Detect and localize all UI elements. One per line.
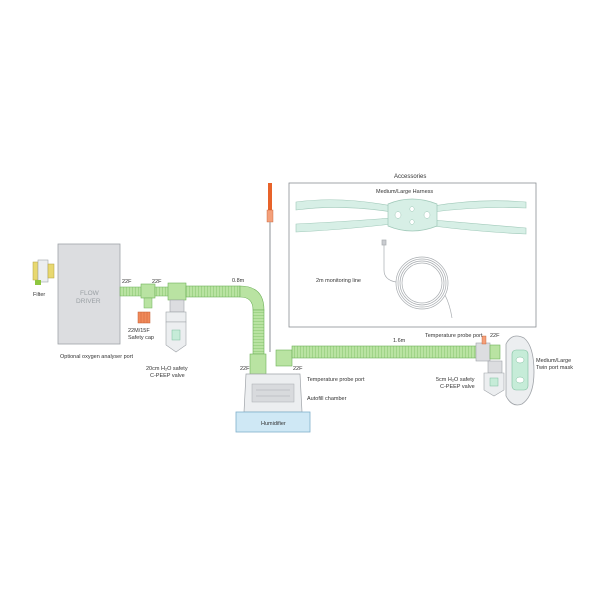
monitoring-line-label: 2m monitoring line (316, 278, 361, 284)
humidifier-base: Humidifier (235, 411, 311, 433)
temp-probe-port-label-1: Temperature probe port (307, 377, 365, 383)
safety-cap-label-2: Safety cap (128, 335, 154, 341)
temp-probe-port-label-2: Temperature probe port (425, 333, 483, 339)
accessories-title: Accessories (394, 174, 426, 180)
peep-valve-20cm (165, 282, 187, 353)
autofill-chamber-label: Autofill chamber (307, 396, 347, 402)
safety-cap-label-1: 22M/15F (128, 328, 150, 334)
harness-label: Medium/Large Harness (376, 189, 433, 195)
tube-1-6m (291, 345, 477, 359)
driver-outlet-tube (119, 286, 143, 297)
monitoring-line-icon (381, 239, 453, 319)
length-0-8m: 0.8m (232, 278, 245, 284)
length-1-6m: 1.6m (393, 338, 406, 344)
valve-20cm-label-2: C-PEEP valve (150, 373, 185, 379)
oxygen-analyser-port (140, 283, 156, 309)
optional-oxygen-label: Optional oxygen analyser port (60, 354, 134, 360)
flow-driver-label-1: FLOW (80, 290, 100, 297)
twin-port-mask (505, 335, 535, 406)
valve-5cm-label-1: 5cm H₂O safety (436, 377, 475, 383)
harness-icon (295, 198, 527, 235)
filter-label: Filter (33, 292, 45, 298)
flow-driver-label-2: DRIVER (76, 298, 101, 305)
filter-icon: Filter (32, 259, 55, 298)
valve-5cm-label-2: C-PEEP valve (440, 384, 475, 390)
autofill-chamber (243, 349, 303, 413)
accessories-panel: Accessories Medium/Large Harness 2m moni… (288, 174, 537, 328)
humidifier-label: Humidifier (261, 421, 286, 427)
port-22f-d: 22F (293, 366, 303, 372)
valve-20cm-label-1: 20cm H₂O safety (146, 366, 188, 372)
port-22f-a: 22F (122, 279, 132, 285)
tube-0-8m (185, 285, 265, 355)
flow-driver: FLOW DRIVER (57, 243, 121, 345)
safety-cap-icon (137, 311, 151, 324)
temperature-probe (266, 183, 274, 352)
port-22f-b: 22F (152, 279, 162, 285)
mask-label-2: Twin port mask (536, 365, 573, 371)
port-22f-c: 22F (240, 366, 250, 372)
mask-connector (475, 335, 505, 397)
mask-label-1: Medium/Large (536, 358, 571, 364)
port-22f-e: 22F (490, 333, 500, 339)
